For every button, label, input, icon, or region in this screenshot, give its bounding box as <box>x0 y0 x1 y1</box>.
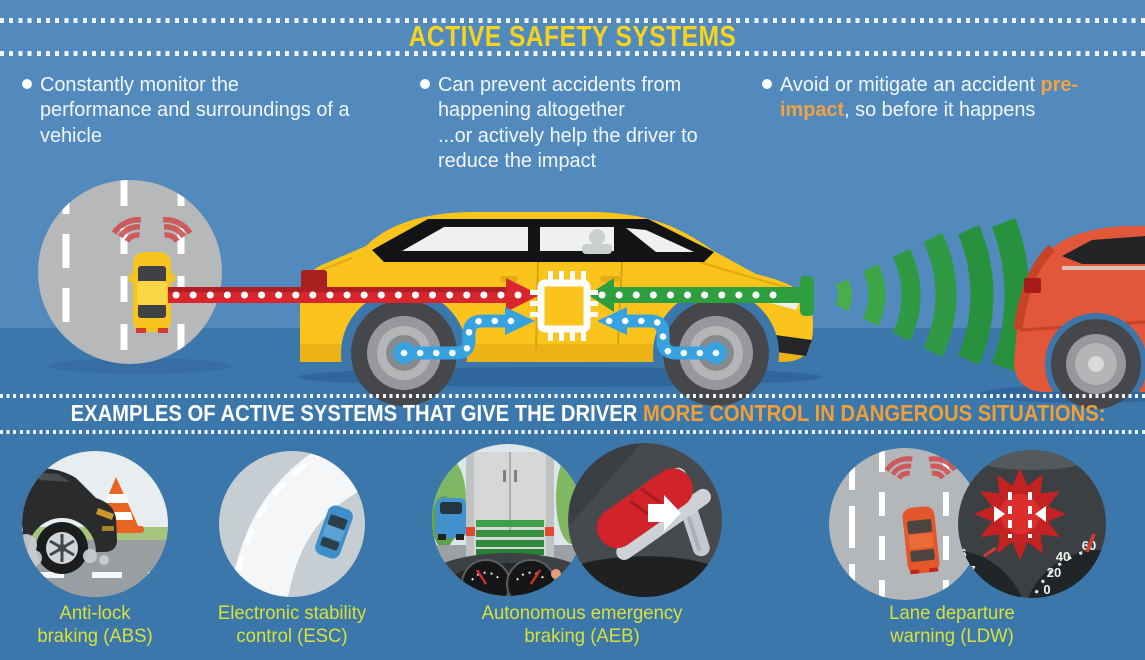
svg-text:60: 60 <box>1082 538 1096 553</box>
examples-header: EXAMPLES OF ACTIVE SYSTEMS THAT GIVE THE… <box>0 400 1145 427</box>
brake-pedal-icon <box>669 467 710 557</box>
circle-shadow <box>48 358 232 374</box>
tail-light <box>301 270 327 290</box>
lead-car-illustration <box>1013 226 1145 409</box>
lane-departure-warning-burst-icon <box>974 468 1066 560</box>
svg-text:0: 0 <box>1043 582 1050 597</box>
front-radar-arrow <box>588 276 814 316</box>
top-dotted-divider <box>0 18 1145 23</box>
svg-text:40: 40 <box>1056 549 1070 564</box>
foot-on-pedal-icon <box>596 468 711 560</box>
headlight <box>752 288 800 310</box>
svg-text:8: 8 <box>974 581 981 596</box>
rear-wheel <box>351 300 457 406</box>
esc-illustration <box>219 451 365 597</box>
examples-top-dotted-divider <box>0 394 1145 398</box>
page-title: ACTIVE SAFETY SYSTEMS <box>408 21 737 53</box>
bullet-avoid: Avoid or mitigate an accident pre-impact… <box>762 72 1092 123</box>
bullet-prevent-line2: ...or actively help the driver to reduce… <box>438 123 698 173</box>
rear-window <box>402 227 528 251</box>
lead-car-window <box>1062 236 1145 264</box>
skidding-car-icon <box>315 505 353 559</box>
front-window <box>540 227 614 251</box>
abs-illustration <box>22 451 168 597</box>
glasshouse <box>372 219 714 262</box>
front-vent <box>762 334 812 356</box>
dashboard-view <box>432 553 584 596</box>
title-bottom-dotted-divider <box>0 51 1145 56</box>
cpu-chip-icon <box>530 271 598 341</box>
bullet-prevent-line1: Can prevent accidents from happening alt… <box>438 73 682 122</box>
bullet-dot-icon <box>762 79 772 89</box>
front-wheel <box>663 300 769 406</box>
braking-car-icon <box>22 468 117 574</box>
wheel-sensor-lines <box>393 307 727 364</box>
examples-bottom-dotted-divider <box>0 430 1145 434</box>
brake-smoke <box>22 523 109 566</box>
bullet-dot-icon <box>22 79 32 89</box>
gauge-numbers: 5 6 7 8 0 20 40 60 <box>948 534 1096 597</box>
bullet-avoid-text: Avoid or mitigate an accident pre-impact… <box>780 73 1079 122</box>
aeb-illustration <box>432 443 722 597</box>
adjacent-car-icon <box>436 498 466 540</box>
press-arrow-icon <box>648 495 681 531</box>
lead-car-tail-light <box>1024 278 1041 293</box>
front-radar-waves <box>835 218 1030 372</box>
bullet-monitor-text: Constantly monitor the performance and s… <box>40 73 350 147</box>
svg-text:6: 6 <box>959 546 966 561</box>
windshield <box>626 228 694 252</box>
traffic-cone-icon <box>90 477 144 533</box>
yellow-car-illustration <box>300 212 813 406</box>
car-shadow <box>298 367 822 387</box>
proximity-waves-icon <box>111 217 193 243</box>
top-view-monitoring-circle <box>38 180 222 364</box>
lane-warning-waves-icon <box>884 456 957 480</box>
drifting-car-icon <box>902 506 940 575</box>
svg-text:7: 7 <box>968 563 975 578</box>
driver-silhouette <box>582 229 612 254</box>
pre-impact-highlight: pre-impact <box>780 73 1079 122</box>
svg-text:20: 20 <box>1047 565 1061 580</box>
bullet-prevent: Can prevent accidents from happening alt… <box>420 72 706 174</box>
bullet-monitor: Constantly monitor the performance and s… <box>22 72 360 148</box>
monitored-car-top-icon <box>129 252 175 333</box>
bullet-dot-icon <box>420 79 430 89</box>
svg-text:5: 5 <box>948 534 955 549</box>
rear-sensor-arrow <box>168 278 540 312</box>
examples-header-orange: MORE CONTROL IN DANGEROUS SITUATIONS: <box>642 400 1106 426</box>
examples-header-white: EXAMPLES OF ACTIVE SYSTEMS THAT GIVE THE… <box>70 400 643 426</box>
truck-rear-icon <box>466 452 554 570</box>
